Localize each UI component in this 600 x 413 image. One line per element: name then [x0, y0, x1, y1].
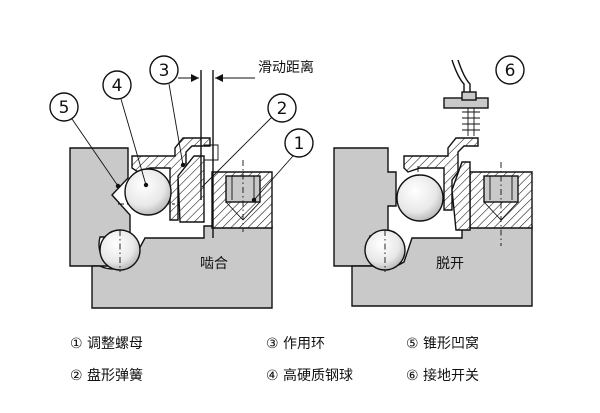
svg-text:2: 2	[277, 99, 288, 119]
legend-item-4: ④ 高硬质钢球	[266, 368, 354, 384]
legend-item-3: ③ 作用环	[266, 336, 326, 352]
legend-item-2: ② 盘形弹簧	[70, 368, 144, 384]
callout-4: 4	[102, 70, 149, 188]
svg-text:3: 3	[159, 61, 170, 81]
svg-text:5: 5	[59, 98, 70, 118]
slide-distance-label: 滑动距离	[258, 59, 314, 76]
svg-text:6: 6	[505, 61, 516, 81]
callout-3: 3	[149, 55, 186, 168]
disengaged-ball-top	[396, 174, 444, 222]
engaged-label: 啮合	[200, 256, 228, 272]
callout-1: 1	[251, 128, 314, 203]
callout-2: 2	[201, 93, 297, 188]
engaged-ball-top	[124, 168, 172, 216]
svg-text:4: 4	[112, 76, 123, 96]
engaged-ring	[177, 155, 205, 223]
callout-5: 5	[49, 92, 121, 189]
legend-item-6: ⑥ 接地开关	[406, 368, 480, 384]
disengaged-ring	[451, 161, 471, 231]
engaged-view: 滑动距离 啮合 5 4 3 2 1	[49, 55, 314, 309]
svg-text:1: 1	[294, 134, 305, 154]
legend-item-1: ① 调整螺母	[70, 336, 144, 352]
grounding-switch	[443, 59, 489, 136]
callout-6: 6	[495, 55, 525, 85]
disengaged-view: 6 脱开	[333, 55, 533, 307]
disengaged-label: 脱开	[436, 256, 464, 272]
legend-item-5: ⑤ 锥形凹窝	[406, 336, 480, 352]
